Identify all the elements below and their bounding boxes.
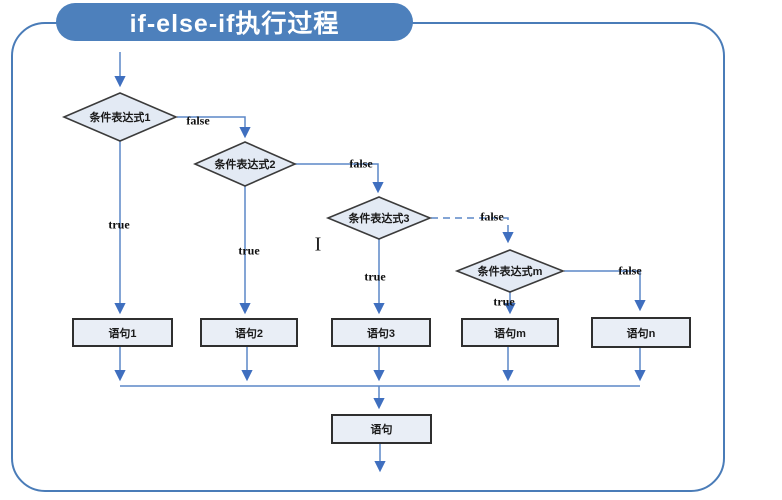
branch-label-true-1: true: [108, 217, 130, 232]
connector-decision1-false: [177, 116, 251, 139]
branch-label-true-3: true: [364, 269, 386, 284]
decision-diamond-2: [193, 141, 297, 187]
text-cursor-ibeam: I: [314, 233, 322, 256]
branch-label-true-2: true: [238, 243, 260, 258]
statement-label-3: 语句3: [366, 327, 396, 340]
decision-label-1: 条件表达式1: [89, 112, 151, 124]
decision-label-m: 条件表达式m: [477, 266, 543, 278]
branch-label-false-3: false: [480, 209, 504, 224]
decision-diamond-m: [454, 249, 566, 293]
branch-label-false-m: false: [618, 263, 642, 278]
branch-label-false-1: false: [186, 113, 210, 128]
statement-label-1: 语句1: [108, 327, 137, 340]
statement-box-2: 语句2: [200, 318, 298, 347]
page-title: if-else-if执行过程: [129, 10, 340, 38]
decision-diamond-3: [325, 196, 433, 240]
statement-label-m: 语句m: [494, 327, 526, 340]
final-statement-box: 语句: [331, 414, 432, 444]
decision-label-3: 条件表达式3: [348, 213, 410, 225]
final-statement-label: 语句: [370, 424, 393, 436]
decision-diamond-1: [61, 92, 179, 142]
statement-box-n: 语句n: [591, 317, 691, 348]
statement-box-m: 语句m: [461, 318, 559, 347]
statement-box-1: 语句1: [72, 318, 173, 347]
branch-label-false-2: false: [349, 156, 373, 171]
branch-label-true-m: true: [493, 294, 515, 309]
connector-decisionm-false: [564, 270, 646, 312]
statement-label-n: 语句n: [626, 327, 656, 340]
decision-label-2: 条件表达式2: [214, 159, 276, 171]
statement-label-2: 语句2: [234, 327, 264, 340]
connector-decision2-false: [295, 163, 384, 194]
statement-box-3: 语句3: [331, 318, 431, 347]
title-banner: if-else-if执行过程: [56, 3, 413, 41]
connector-decision3-false-dashed: [431, 217, 514, 244]
